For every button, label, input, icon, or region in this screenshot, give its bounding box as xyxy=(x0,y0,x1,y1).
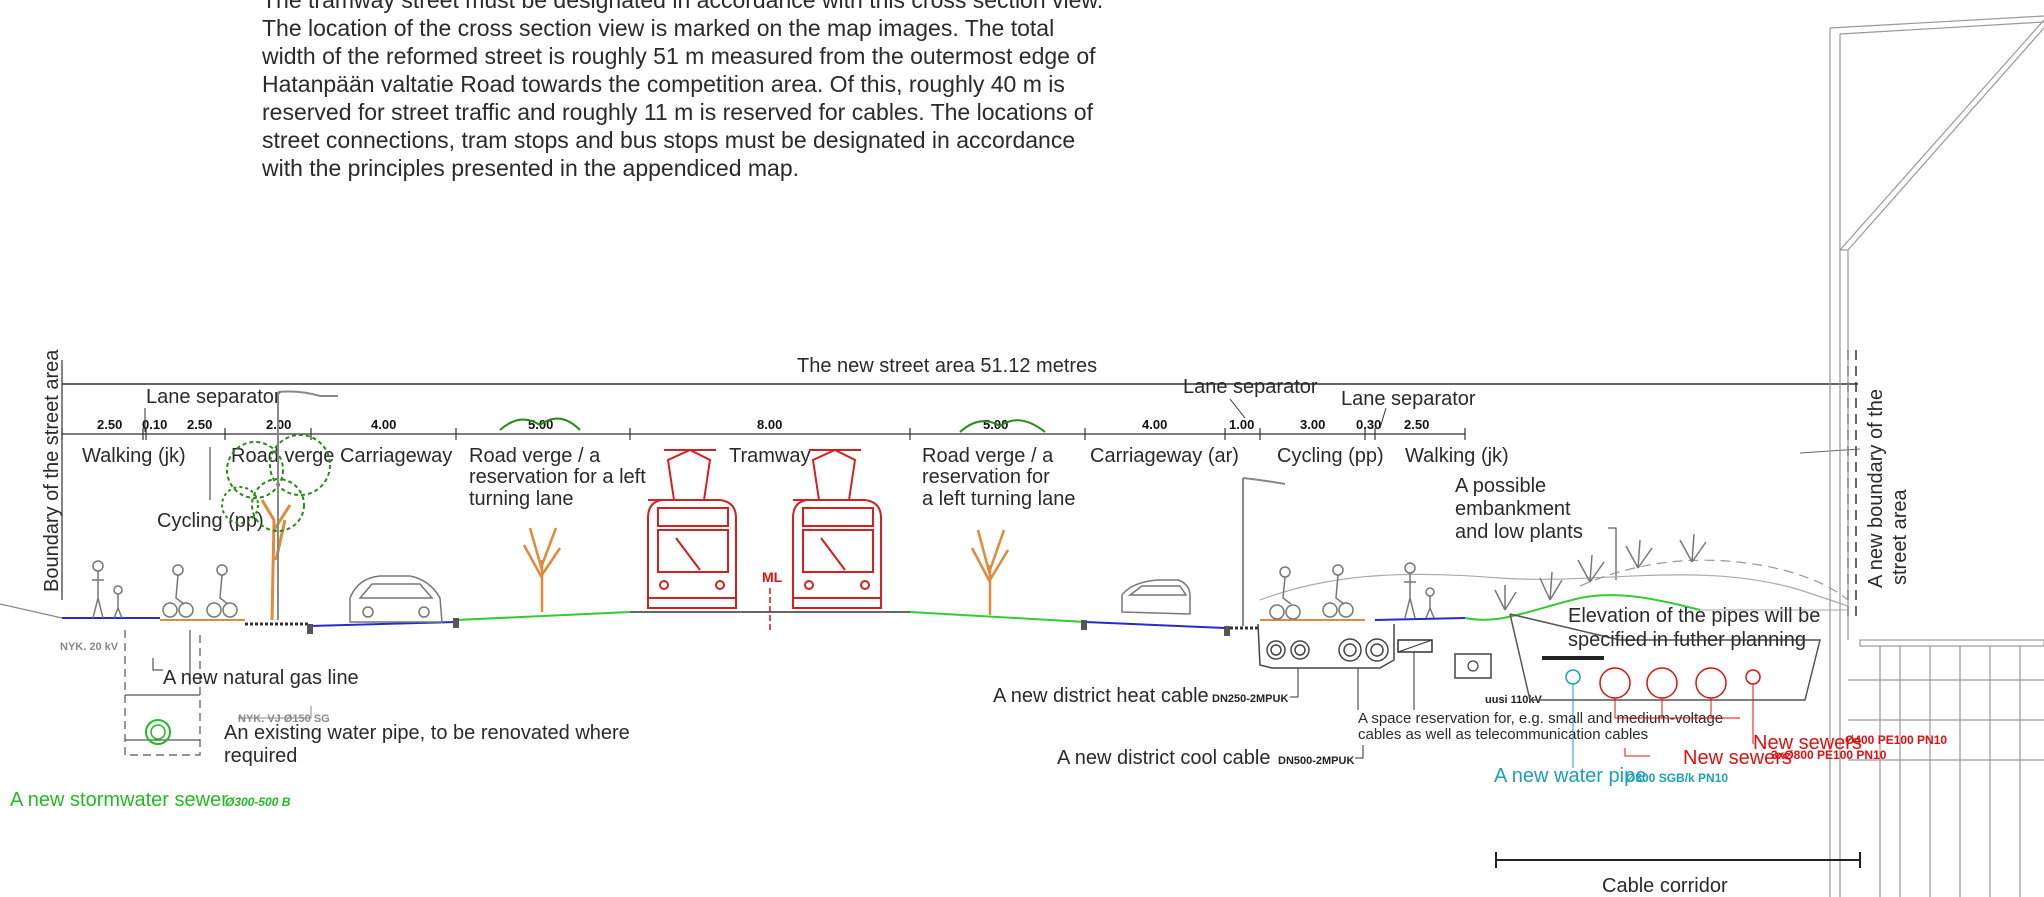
zone-cycling-left: Cycling (pp) xyxy=(157,510,264,532)
zone-verge-reservation-left-3: turning lane xyxy=(469,488,574,510)
street-light-right xyxy=(1242,477,1286,626)
telecom-reservation xyxy=(1397,639,1433,653)
cable-corridor-label: Cable corridor xyxy=(1602,875,1728,897)
left-trench xyxy=(124,630,201,756)
stormwater-pipe-inner xyxy=(150,724,166,740)
stormwater-label: A new stormwater sewer xyxy=(10,789,228,811)
kerb-4 xyxy=(1224,626,1230,636)
dim-carriageway-right: 4.00 xyxy=(1142,417,1167,432)
stormwater-pipe xyxy=(145,719,171,745)
water-existing-leader xyxy=(238,706,312,719)
cable-110kv-box xyxy=(1454,653,1492,679)
heat-cable-label: A new district heat cable xyxy=(993,685,1209,707)
street-light-left xyxy=(277,390,338,620)
zone-cycling-right: Cycling (pp) xyxy=(1277,445,1384,467)
zone-carriageway-right: Carriageway (ar) xyxy=(1090,445,1239,467)
heat-cable-spec: DN250-2MPUK xyxy=(1212,693,1288,705)
lane-separator-right: Lane separator xyxy=(1341,388,1476,410)
dim-tramway: 8.00 xyxy=(757,417,782,432)
uusi-110kv-label: uusi 110kV xyxy=(1485,694,1543,706)
zone-walking-right: Walking (jk) xyxy=(1405,445,1509,467)
dim-separator-right: 1.00 xyxy=(1229,417,1254,432)
sewer-pipe-1 xyxy=(1599,667,1631,699)
intro-paragraph: The tramway street must be designated in… xyxy=(262,0,1104,181)
kerb-2 xyxy=(453,618,459,628)
zone-carriageway-left: Carriageway xyxy=(340,445,452,467)
kerb-3 xyxy=(1081,620,1087,630)
zone-verge-reservation-left-1: Road verge / a xyxy=(469,445,601,467)
new-sewers-label-2: New sewers xyxy=(1683,747,1792,769)
boundary-right-label-2: street area xyxy=(1889,489,1911,585)
zone-road-verge-left: Road verge xyxy=(231,445,334,467)
cable-corridor-dimension xyxy=(1495,852,1861,868)
ground-profile xyxy=(0,559,1849,630)
space-reservation-label-2: cables as well as telecommunication cabl… xyxy=(1358,726,1648,743)
dim-separator-left: 0.10 xyxy=(142,417,167,432)
new-water-pipe-label: A new water pipe xyxy=(1494,765,1646,787)
dim-cycling-right: 3.00 xyxy=(1300,417,1325,432)
nyk-20kv-label: NYK. 20 kV xyxy=(60,641,119,653)
cool-cable-label: A new district cool cable xyxy=(1057,747,1270,769)
gas-line-marker xyxy=(152,658,163,671)
zone-tramway: Tramway xyxy=(729,445,810,467)
pedestrians-left xyxy=(92,560,123,619)
lane-separator-middle: Lane separator xyxy=(1183,376,1318,398)
new-sewers-spec-1: Ø400 PE100 PN10 xyxy=(1845,733,1947,747)
pedestrians-right xyxy=(1404,562,1435,619)
existing-water-label-1: An existing water pipe, to be renovated … xyxy=(224,722,630,744)
dim-separator-right-2: 0.30 xyxy=(1356,417,1381,432)
new-sewers-spec-2: 3xØ800 PE100 PN10 xyxy=(1771,748,1887,762)
lane-dimension-line xyxy=(61,428,1466,440)
embankment-label-3: and low plants xyxy=(1455,521,1583,543)
cool-cable-spec: DN500-2MPUK xyxy=(1278,755,1354,767)
pipes-elevation-label-2: specified in futher planning xyxy=(1568,629,1806,651)
sewer-pipe-2 xyxy=(1646,667,1678,699)
existing-water-label-2: required xyxy=(224,745,297,767)
embankment-plants xyxy=(1494,533,1707,611)
shrub-top-right xyxy=(959,419,1046,433)
street-area-label: The new street area 51.12 metres xyxy=(797,355,1097,377)
sewer-pipe-3 xyxy=(1695,667,1727,699)
car-left xyxy=(349,575,443,623)
ml-label: ML xyxy=(762,569,783,585)
gas-line-label: A new natural gas line xyxy=(163,667,359,689)
sewer-pipe-4 xyxy=(1745,669,1761,685)
lane-separator-left: Lane separator xyxy=(146,386,281,408)
tree-small-left xyxy=(522,527,562,612)
new-water-pipe-circle xyxy=(1565,669,1581,685)
shrub-top-left xyxy=(499,417,581,431)
new-sewers-label-1: New sewers xyxy=(1753,732,1862,754)
boundary-left-label: Boundary of the street area xyxy=(41,349,63,592)
cyclists-right xyxy=(1269,564,1354,620)
stormwater-spec: Ø300-500 B xyxy=(225,795,291,809)
zone-verge-reservation-right-1: Road verge / a xyxy=(922,445,1054,467)
tram-right xyxy=(792,448,882,609)
district-heat-trench xyxy=(1257,623,1395,669)
nyk-vj-label: NYK. VJ Ø150 SG xyxy=(238,713,330,725)
zone-verge-reservation-right-2: reservation for xyxy=(922,466,1050,488)
building-right xyxy=(1829,15,2044,897)
sewer-leaders xyxy=(1614,684,1754,757)
embankment-label-2: embankment xyxy=(1455,498,1571,520)
tram-left xyxy=(647,448,737,609)
zone-walking-left: Walking (jk) xyxy=(82,445,186,467)
dim-walking-right: 2.50 xyxy=(1404,417,1429,432)
embankment-label-1: A possible xyxy=(1455,475,1546,497)
dim-carriageway-left: 4.00 xyxy=(371,417,396,432)
kerb-1 xyxy=(307,624,313,634)
zone-verge-reservation-right-3: a left turning lane xyxy=(922,488,1075,510)
zone-verge-reservation-left-2: reservation for a left xyxy=(469,466,646,488)
dim-cycling-left: 2.50 xyxy=(187,417,212,432)
dim-walking-left: 2.50 xyxy=(97,417,122,432)
space-reservation-label-1: A space reservation for, e.g. small and … xyxy=(1358,710,1723,727)
car-right xyxy=(1121,579,1191,615)
cyclists-left xyxy=(162,564,238,618)
pipes-elevation-label-1: Elevation of the pipes will be xyxy=(1568,605,1820,627)
new-water-pipe-spec: Ø300 SGB/k PN10 xyxy=(1626,771,1728,785)
cable-corridor-trench xyxy=(1509,613,1821,701)
tree-small-right xyxy=(970,529,1010,615)
boundary-right-label-1: A new boundary of the xyxy=(1865,389,1887,588)
